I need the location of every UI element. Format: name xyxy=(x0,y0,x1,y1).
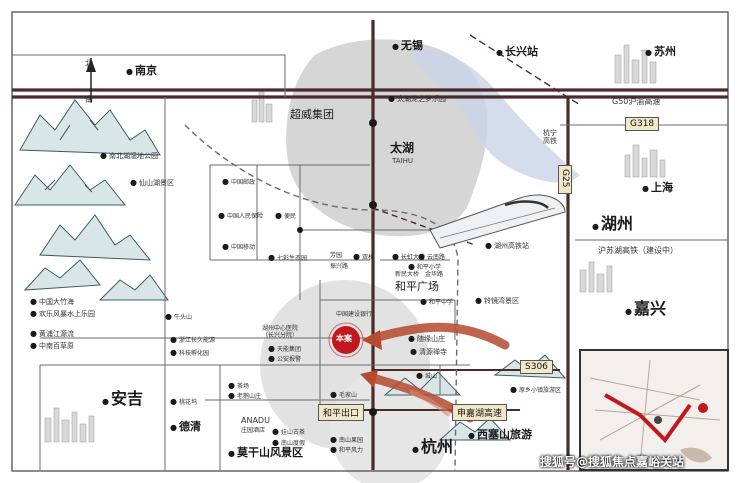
place-baijie: 中南百草原 xyxy=(30,342,74,351)
place-heping-square: 和平广场 xyxy=(395,280,439,293)
place-chaowei: 超威集团 xyxy=(290,108,334,121)
city-jiaxing: 嘉兴 xyxy=(625,300,666,318)
place-clinic: 便民 xyxy=(275,212,296,221)
place-insurance: 中国人民保险 xyxy=(218,212,263,221)
city-shanghai: 上海 xyxy=(642,181,673,194)
place-gongan: 公安报警 xyxy=(268,355,301,364)
place-chengshan: 城山 xyxy=(416,372,437,381)
city-anji: 安吉 xyxy=(102,390,143,408)
place-lingyin: 铃镜湾景区 xyxy=(475,297,519,306)
road-heping-exit-badge: 和平出口 xyxy=(318,404,365,421)
south-label: 南 xyxy=(85,95,93,104)
place-yuanxiang: 原乡小镇旅游区 xyxy=(510,386,561,395)
junction-marker-heping xyxy=(369,408,377,416)
place-qingyuan: 清源禅寺 xyxy=(410,348,447,357)
place-heping-middle: 和平中学 xyxy=(420,298,453,307)
place-nanshan-rest: 南山度假 xyxy=(272,439,305,448)
skyline-anji xyxy=(44,407,95,443)
city-nanjing: 南京 xyxy=(126,64,157,77)
road-g25-text: G25 xyxy=(560,169,570,188)
place-zhenxing: 振兴路 xyxy=(330,263,349,270)
changxing-station: 长兴站 xyxy=(496,45,538,58)
direction-arrows xyxy=(360,322,510,423)
place-zhejiang-cs: 浙江长久能源 xyxy=(170,336,215,345)
place-xisai: 西塞山旅游 xyxy=(468,428,532,441)
place-xinmin: 新民大桥 xyxy=(395,271,420,278)
place-niutoushan: 牛头山 xyxy=(165,313,192,322)
place-shuangqiao: 双桥 xyxy=(353,253,374,262)
place-huzhou-hsr: 湖州高铁站 xyxy=(485,242,529,251)
place-huangpu: 黄浦江源流 xyxy=(30,330,74,339)
map-frame xyxy=(11,11,729,472)
city-wuxi: 无锡 xyxy=(392,39,423,52)
place-heping-wind: 和平风力 xyxy=(330,446,363,455)
place-chaxiang: 茶场 xyxy=(228,382,249,391)
skyline-chaowei xyxy=(251,91,273,123)
place-tianneng: 天能集团 xyxy=(268,345,301,354)
project-marker xyxy=(332,326,360,354)
train-icon xyxy=(429,194,566,249)
north-arrow-icon xyxy=(86,58,96,102)
place-bamboo: 中国大竹海 xyxy=(30,298,74,307)
place-mobile: 中国移动 xyxy=(222,243,255,252)
place-wamao: 娃山古茶 xyxy=(272,428,305,437)
place-jinhua: 金华路 xyxy=(425,271,444,278)
city-suzhou: 苏州 xyxy=(645,45,676,58)
place-laoxiao: 老鹅山庄 xyxy=(228,392,261,401)
watermark: 搜狐号@搜狐焦点嘉峪关站 xyxy=(540,455,685,469)
place-xianshan: 仙山湖景区 xyxy=(130,179,174,188)
skyline-jiaxing xyxy=(579,261,613,293)
place-moganshan: 莫干山风景区 xyxy=(228,446,303,459)
place-taihu-park: 太湖龙之梦乐园 xyxy=(388,95,446,104)
city-huzhou: 湖州 xyxy=(592,215,633,233)
road-g50-label: G50沪渝高速 xyxy=(612,97,661,106)
place-benan: 本案 xyxy=(336,334,352,343)
place-changhong: 长虹大桥 xyxy=(392,253,425,262)
place-huanle: 欢乐风暴水上乐园 xyxy=(30,310,95,319)
skyline-shanghai xyxy=(624,144,666,178)
project-marker-ring xyxy=(328,322,364,358)
place-yunan: 云南路 xyxy=(418,253,445,262)
road-husu-label: 沪苏湖高铁（建设中） xyxy=(598,246,678,255)
lake-name: 太湖 xyxy=(390,141,415,155)
lake-highlight xyxy=(410,49,580,183)
road-g25-badge: G25 xyxy=(558,165,572,195)
junction-marker-center xyxy=(369,201,377,209)
junction-marker-west xyxy=(297,227,303,233)
place-fangyuan: 芳园 xyxy=(330,252,343,259)
road-shenjia-badge: 申嘉湖高速 xyxy=(452,404,508,421)
lake-pinyin: TAIHU xyxy=(392,157,413,165)
place-suiyuan: 随缘山庄 xyxy=(408,335,445,344)
city-hangzhou: 杭州 xyxy=(412,438,453,456)
road-g318-badge: G318 xyxy=(625,117,660,131)
junction-marker-north xyxy=(369,119,377,127)
place-anadu-en: ANADU xyxy=(241,416,270,425)
place-qicai: 七彩生态园 xyxy=(268,254,307,263)
place-taohuadao: 桃花坞 xyxy=(170,398,197,407)
road-s306-badge: S306 xyxy=(520,360,553,374)
place-heping-primary: 和平小学 xyxy=(408,263,441,272)
place-post: 中国邮政 xyxy=(222,178,255,187)
north-label: 北 xyxy=(85,59,93,68)
mountains-west xyxy=(14,99,169,301)
place-huzhou-center: 湖州中心医院 （长兴分院） xyxy=(262,325,299,339)
skyline-suzhou xyxy=(614,44,657,84)
inset-map xyxy=(579,349,729,471)
place-keji: 科技孵化园 xyxy=(170,349,209,358)
place-nanbei-park: 南北湖湿地公园 xyxy=(100,152,158,161)
place-anadu-cn: 庄园酒店 xyxy=(241,427,266,434)
place-nanshan-fruit: 南山果园 xyxy=(330,436,363,445)
city-deqing: 德清 xyxy=(170,420,201,433)
road-hangning-label: 杭宁 高铁 xyxy=(543,129,557,145)
place-maojia: 毛家山 xyxy=(330,391,357,400)
place-bank: 中国建设银行 xyxy=(336,311,373,318)
